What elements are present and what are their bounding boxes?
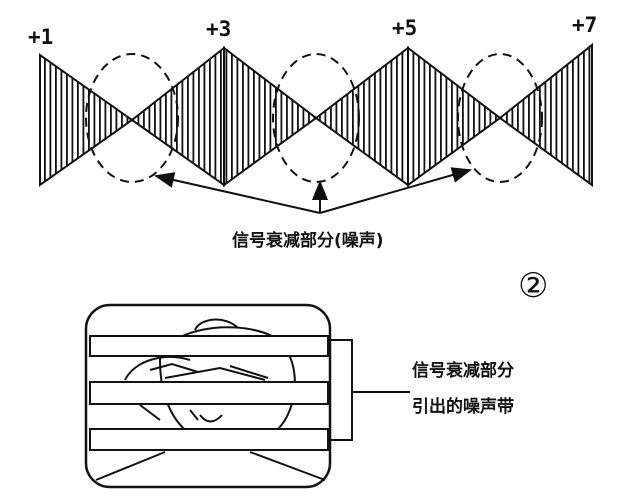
attenuation-ellipse [85,53,179,183]
waveform-segment [498,42,593,187]
waveform-segment [223,45,318,187]
face-sketch-overlay [149,362,269,421]
figure-marker: ② [518,266,548,306]
noise-band [89,428,329,451]
waveform [39,42,593,187]
waveform-segment [407,45,502,187]
noise-bands [89,335,329,451]
attenuation-ellipses [85,53,543,183]
top-caption: 信号衰减部分(噪声) [232,230,384,251]
screen-bottom-lines [95,451,326,481]
tv-screen [84,303,332,489]
callout-line-1: 信号衰减部分 [412,360,514,381]
caption-arrows [154,167,472,214]
label-plus-7: +7 [572,13,597,37]
attenuation-ellipse [457,53,543,183]
noise-band [89,335,329,357]
callout-line-2: 引出的噪声带 [412,396,514,417]
waveform-segment [314,45,409,187]
label-plus-5: +5 [392,16,417,40]
arrow-right [319,167,472,214]
bracket [328,339,410,441]
label-plus-3: +3 [206,17,231,41]
arrow-left [154,172,321,214]
attenuation-ellipse [272,53,360,183]
label-plus-1: +1 [28,25,53,49]
noise-band [89,381,329,405]
